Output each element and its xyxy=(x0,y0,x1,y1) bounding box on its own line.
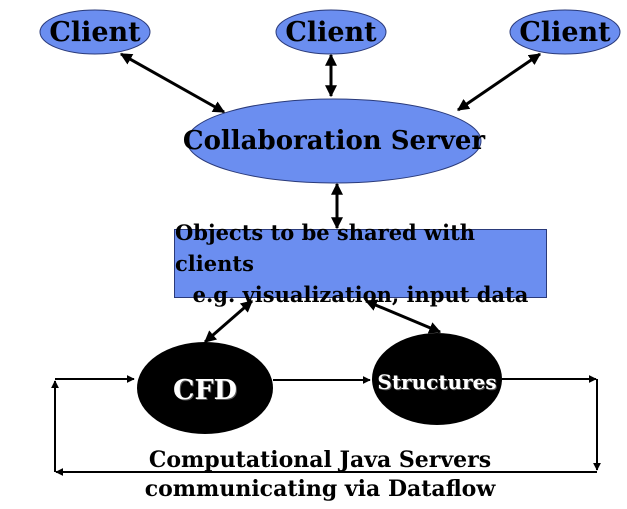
dataflow-caption: Computational Java Servers communicating… xyxy=(140,446,500,504)
structures-node xyxy=(372,333,502,425)
shared-objects-line1: Objects to be shared with clients xyxy=(175,220,476,276)
shared-objects-box: Objects to be shared with clients e.g. v… xyxy=(174,220,547,307)
arrow-client-left-server xyxy=(119,52,226,114)
client-node-right xyxy=(509,9,621,55)
client-label-left: Client xyxy=(49,16,141,48)
caption-line2: communicating via Dataflow xyxy=(144,476,496,502)
client-node-left xyxy=(39,9,151,55)
arrow-shared-box-structures xyxy=(364,299,442,334)
arrow-client-right-server xyxy=(457,52,541,112)
structures-label: Structures xyxy=(377,370,497,394)
collaboration-server-label: Collaboration Server xyxy=(182,126,486,156)
shared-objects-line2: e.g. visualization, input data xyxy=(192,282,529,307)
cfd-node xyxy=(137,342,273,434)
client-label-center: Client xyxy=(285,16,377,48)
caption-line1: Computational Java Servers xyxy=(148,447,492,473)
arrow-shared-box-cfd xyxy=(204,299,253,344)
cfd-label: CFD xyxy=(172,374,238,406)
client-label-right: Client xyxy=(519,16,611,48)
